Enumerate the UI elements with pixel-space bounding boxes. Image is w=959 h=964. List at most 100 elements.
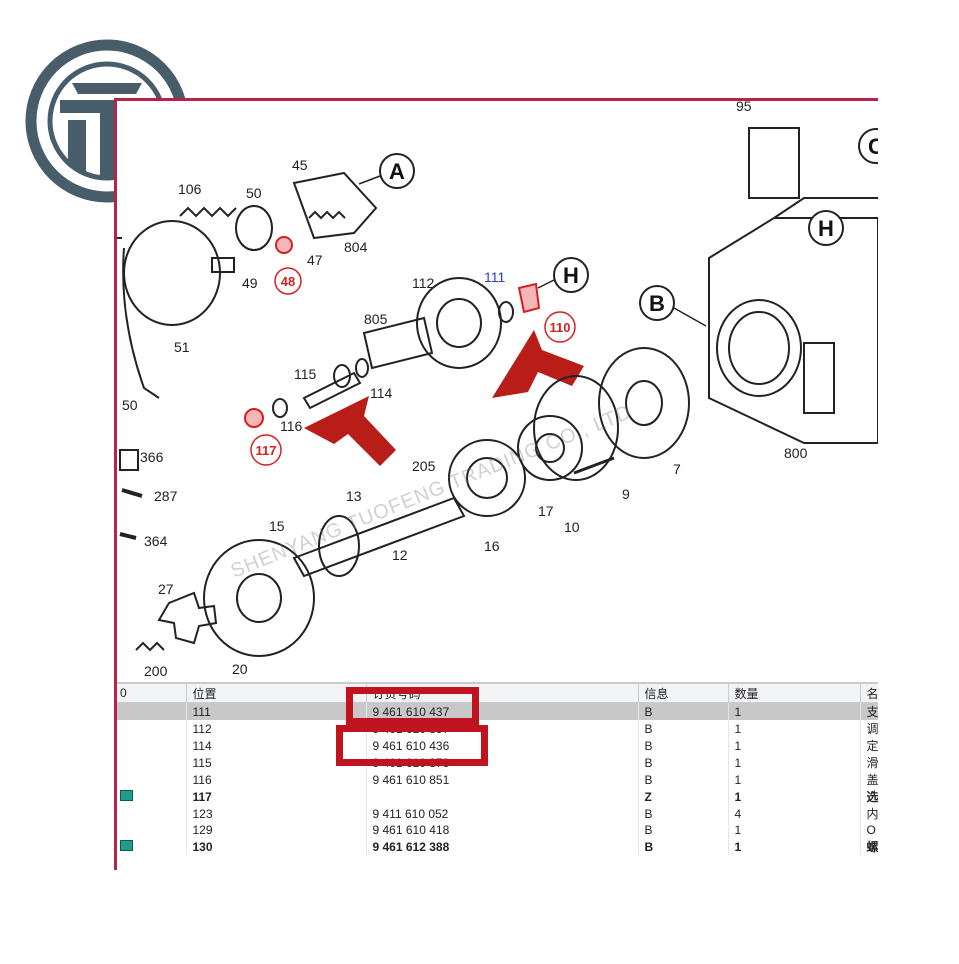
row-flag-cell [114,771,187,788]
part-label-115: 115 [294,366,317,382]
part-label-20: 20 [232,661,248,677]
row-position-cell: 111 [186,702,367,720]
red-label-48-text: 48 [281,274,295,289]
gear-part [448,415,583,517]
row-flag-cell [114,788,187,805]
callout-a-label: A [389,159,405,184]
row-flag-cell [114,822,187,838]
screw-part [573,456,615,475]
row-quantity-cell: 4 [728,805,861,822]
row-position-cell: 129 [186,822,367,838]
part-label-13: 13 [346,488,362,504]
housing-part [114,220,221,399]
row-info-cell: B [638,822,729,838]
row-info-cell: B [638,737,729,754]
part-label-804: 804 [344,239,368,255]
table-header-row: 0 位置 订货号码 信息 数量 名 [114,684,878,703]
row-order-number-cell: 9 461 610 418 [366,822,639,838]
red-arrow-left [304,396,396,466]
red-label-48: 48 [274,267,302,295]
part-label-9: 9 [622,486,630,502]
row-name-cell: 选 [860,788,878,805]
hub-part [203,539,315,657]
ring-part [235,205,273,251]
col-header-info[interactable]: 信息 [638,684,729,703]
part-label-112: 112 [412,275,435,291]
part-label-111: 111 [484,269,505,285]
part-label-27: 27 [158,581,174,597]
row-flag-cell [114,737,187,754]
row-flag-cell [114,720,187,737]
spring-part [179,206,237,218]
row-info-cell: B [638,838,729,855]
part-label-366: 366 [140,449,164,465]
row-name-cell: O [860,822,878,838]
list-icon [120,839,133,851]
bolt-part [121,488,143,498]
cap-part [272,398,288,418]
coupling-part [157,591,218,645]
col-header-name[interactable]: 名 [860,684,878,703]
governor-part [362,277,502,370]
row-name-cell: 调 [860,720,878,737]
red-arrow-right [492,330,584,398]
callout-h-left: H [537,257,589,293]
part-label-47: 47 [307,252,323,268]
col-header-quantity[interactable]: 数量 [728,684,861,703]
spring-part-2 [308,210,346,220]
row-name-cell: 定 [860,737,878,754]
highlight-box-order-437 [346,687,479,725]
row-flag-cell [114,805,187,822]
col-header-flag[interactable]: 0 [114,684,187,703]
part-label-287: 287 [154,488,178,504]
row-info-cell: B [638,702,729,720]
part-label-805: 805 [364,311,388,327]
row-order-number-cell [366,788,639,805]
part-label-106: 106 [178,181,202,197]
part-label-10: 10 [564,519,580,535]
callout-h-right-label: H [818,216,834,241]
row-flag-cell [114,838,187,855]
washer-part-highlight [275,236,293,254]
row-name-cell: 支 [860,702,878,720]
row-name-cell: 盖 [860,771,878,788]
bracket-part [292,171,378,240]
row-quantity-cell: 1 [728,720,861,737]
row-quantity-cell: 1 [728,822,861,838]
disc-part [533,347,690,481]
col-header-position[interactable]: 位置 [186,684,367,703]
row-quantity-cell: 1 [728,771,861,788]
part-label-114: 114 [370,385,393,401]
row-order-number-cell: 9 411 610 052 [366,805,639,822]
row-order-number-cell: 9 461 610 437 [366,702,639,720]
row-flag-cell [114,702,187,720]
part-label-51: 51 [174,339,190,355]
part-label-17: 17 [538,503,554,519]
row-quantity-cell: 1 [728,788,861,805]
row-flag-cell [114,754,187,771]
row-position-cell: 114 [186,737,367,754]
row-name-cell: 滑 [860,754,878,771]
part-label-45: 45 [292,157,308,173]
shaft-part [302,358,369,410]
row-quantity-cell: 1 [728,737,861,754]
plug-part-highlight [244,408,264,428]
row-quantity-cell: 1 [728,838,861,855]
list-icon [120,789,133,801]
part-label-7: 7 [673,461,681,477]
row-position-cell: 130 [186,838,367,855]
bolt-part-2 [119,532,137,540]
part-label-200: 200 [144,663,168,679]
row-position-cell: 123 [186,805,367,822]
